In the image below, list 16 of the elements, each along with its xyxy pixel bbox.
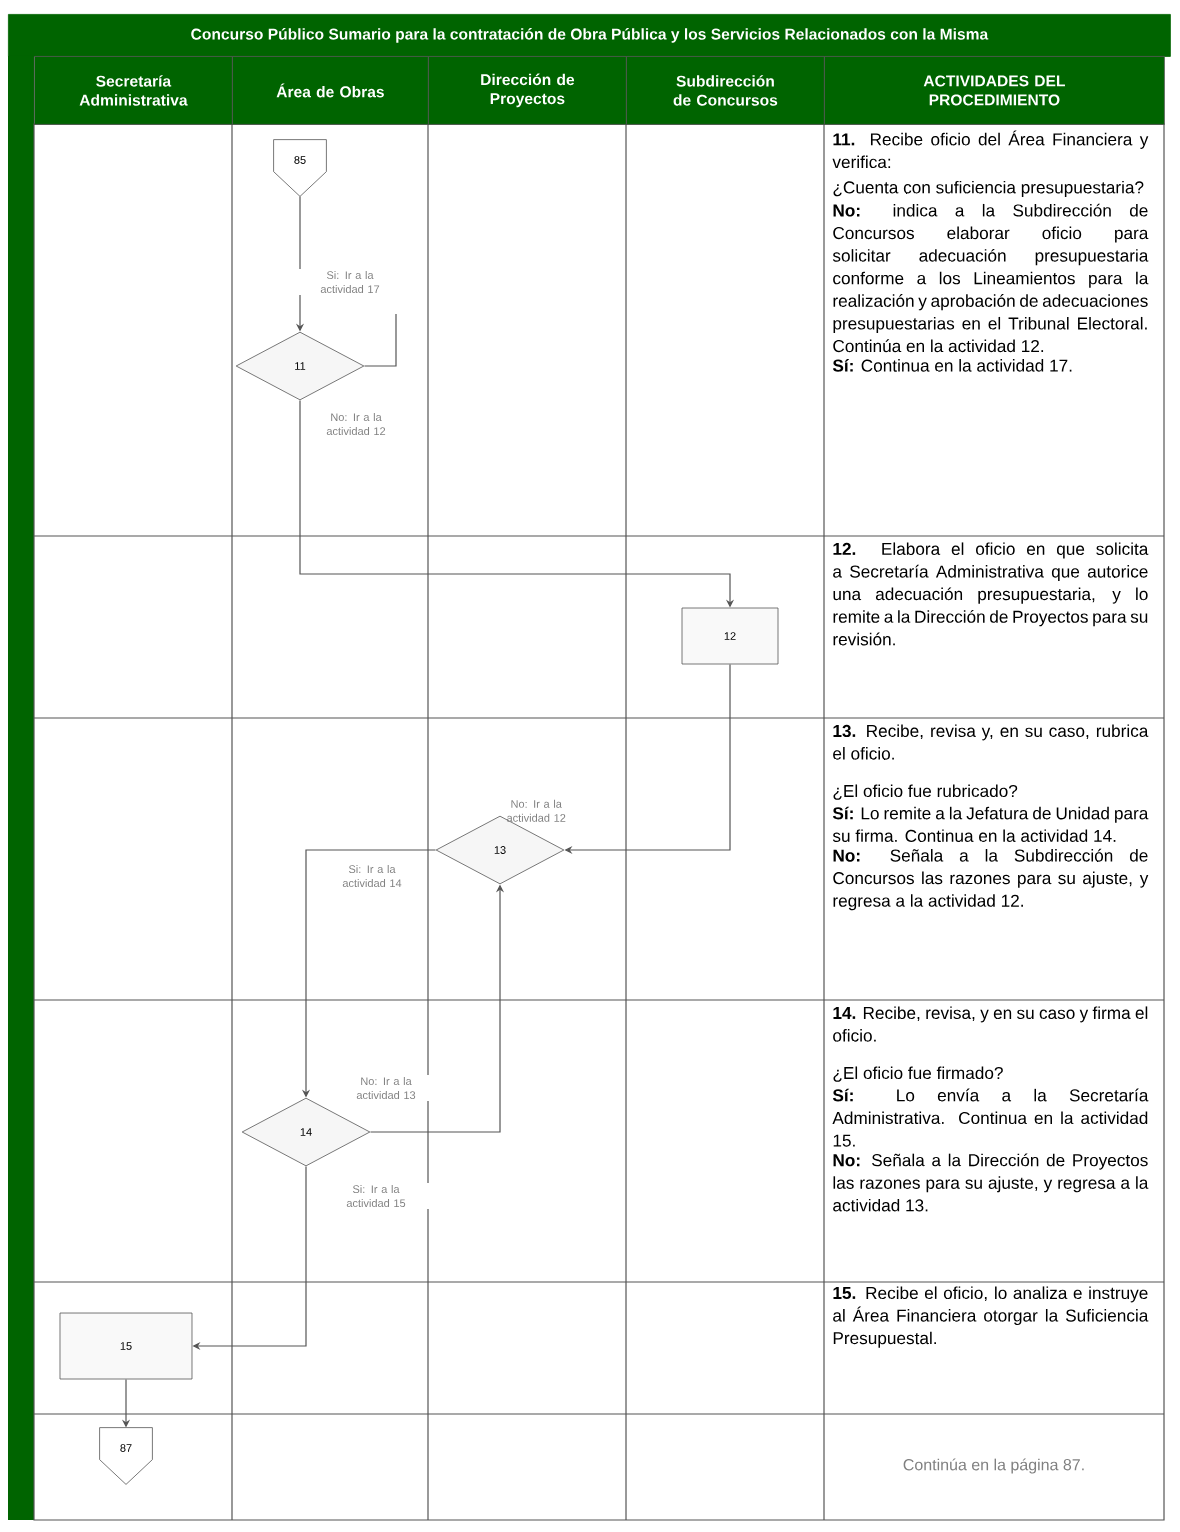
activity-text: ¿El oficio fue firmado? xyxy=(833,1066,1003,1082)
continuation-note: Continúa en la página 87. xyxy=(903,1458,1084,1474)
activity-text: 13. Recibe, revisa y, en su caso, rubrica el oficio. xyxy=(833,724,1149,760)
activity-text: Sí: Continua en la actividad 17. xyxy=(832,358,1072,372)
activity-text: No: Señala a la Dirección de Proyectos las razones para su ajuste, y regresa a la actividad 13. xyxy=(833,1153,1149,1212)
connector-line xyxy=(363,313,397,367)
activity-text: No: indica a la Subdirección de Concursos elaborar oficio para solicitar adecuación presupuestaria conforme a los Lineamientos para la realización y aprobación de adecuaciones presupuestarias en el Tribunal Electoral. Continúa en la actividad 12. xyxy=(832,203,1149,353)
activity-text: Sí: Lo envía a la Secretaría Administrativa. Continua en la actividad 15. xyxy=(832,1088,1149,1147)
activity-text: ¿El oficio fue rubricado? xyxy=(833,784,1018,800)
activity-text: 11. Recibe oficio del Área Financiera y verifica: xyxy=(832,130,1149,169)
activity-text: 14. Recibe, revisa, y en su caso y firma el oficio. xyxy=(833,1006,1148,1042)
activity-text: 15. Recibe el oficio, lo analiza e instruye al Área Financiera otorgar la Suficiencia Presupuestal. xyxy=(833,1286,1149,1348)
activity-text: 12. Elabora el oficio en que solicita a Secretaría Administrativa que autorice una adecuación presupuestaria, y lo remite a la Dirección de Proyectos para su revisión. xyxy=(833,542,1149,646)
activity-text: Sí: Lo remite a la Jefatura de Unidad para su firma. Continua en la actividad 14. xyxy=(832,806,1149,842)
activity-text: No: Señala a la Subdirección de Concursos las razones para su ajuste, y regresa a la actividad 12. xyxy=(833,848,1149,911)
activity-text: ¿Cuenta con suficiencia presupuestaria? xyxy=(833,180,1144,197)
